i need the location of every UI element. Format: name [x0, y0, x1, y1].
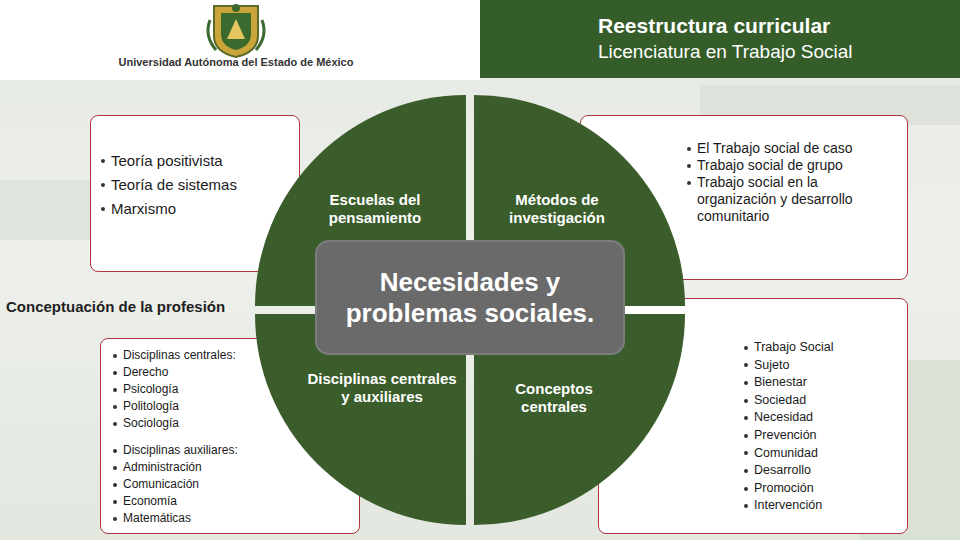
bullet-dot: [113, 388, 117, 392]
bullet-dot: [744, 346, 748, 350]
header-subtitle: Licenciatura en Trabajo Social: [598, 41, 853, 63]
item-text: Sociedad: [754, 392, 806, 410]
item-text: Teoría de sistemas: [111, 173, 237, 197]
list-item: Comunidad: [744, 445, 899, 463]
list-item: Intervención: [744, 497, 899, 515]
list-item: Marxismo: [101, 197, 291, 221]
university-name: Universidad Autónoma del Estado de Méxic…: [119, 56, 354, 68]
list-item: Trabajo social en la organización y desa…: [687, 174, 895, 225]
list-item: Teoría de sistemas: [101, 173, 291, 197]
item-text: Administración: [123, 459, 202, 476]
box-list: Teoría positivistaTeoría de sistemasMarx…: [91, 116, 299, 229]
item-text: Trabajo Social: [754, 339, 833, 357]
item-text: Disciplinas auxiliares:: [123, 442, 238, 459]
quadrant-label: Disciplinas centrales y auxiliares: [307, 370, 457, 406]
list-item: Teoría positivista: [101, 149, 291, 173]
bullet-dot: [113, 405, 117, 409]
list-item: El Trabajo social de caso: [687, 140, 895, 157]
side-label: Conceptuación de la profesión: [6, 298, 225, 315]
bullet-dot: [113, 466, 117, 470]
quadrant-label: Escuelas del pensamiento: [295, 191, 455, 227]
item-text: Sociología: [123, 415, 179, 432]
list-item: Necesidad: [744, 409, 899, 427]
bullet-dot: [113, 354, 117, 358]
bullet-dot: [687, 181, 691, 185]
quadrant-fill: [255, 314, 466, 525]
item-text: Psicología: [123, 381, 178, 398]
item-text: Intervención: [754, 497, 822, 515]
list-item: Matemáticas: [113, 510, 351, 527]
list-item: Bienestar: [744, 374, 899, 392]
list-item: Trabajo social de grupo: [687, 157, 895, 174]
item-text: Matemáticas: [123, 510, 191, 527]
bullet-dot: [744, 416, 748, 420]
list-item: Sociedad: [744, 392, 899, 410]
item-text: Trabajo social en la organización y desa…: [697, 174, 895, 225]
bullet-dot: [101, 207, 105, 211]
bullet-dot: [744, 399, 748, 403]
bullet-dot: [744, 469, 748, 473]
item-text: Disciplinas centrales:: [123, 347, 236, 364]
item-text: Comunicación: [123, 476, 199, 493]
list-item: Prevención: [744, 427, 899, 445]
list-item: Desarrollo: [744, 462, 899, 480]
bullet-dot: [113, 483, 117, 487]
bullet-dot: [101, 159, 105, 163]
bullet-dot: [113, 371, 117, 375]
bullet-dot: [744, 381, 748, 385]
list-item: Trabajo Social: [744, 339, 899, 357]
bullet-dot: [113, 449, 117, 453]
quadrant-label: Métodos de investigación: [482, 191, 632, 227]
item-text: El Trabajo social de caso: [697, 140, 853, 157]
list-item: Comunicación: [113, 476, 351, 493]
item-text: Prevención: [754, 427, 817, 445]
bullet-dot: [101, 183, 105, 187]
header-title: Reestructura curricular: [598, 14, 830, 38]
bullet-dot: [113, 422, 117, 426]
item-text: Promoción: [754, 480, 814, 498]
bullet-dot: [113, 500, 117, 504]
item-text: Marxismo: [111, 197, 176, 221]
list-item: Promoción: [744, 480, 899, 498]
item-text: Derecho: [123, 364, 168, 381]
bullet-dot: [113, 517, 117, 521]
item-text: Sujeto: [754, 357, 789, 375]
bullet-dot: [744, 504, 748, 508]
list-item: Economía: [113, 493, 351, 510]
center-box: Necesidades y problemas sociales.: [315, 240, 625, 355]
center-label: Necesidades y problemas sociales.: [317, 261, 623, 335]
bullet-dot: [744, 434, 748, 438]
item-text: Economía: [123, 493, 177, 510]
item-text: Necesidad: [754, 409, 813, 427]
bullet-dot: [744, 451, 748, 455]
item-text: Teoría positivista: [111, 149, 223, 173]
bullet-dot: [687, 164, 691, 168]
bullet-dot: [744, 487, 748, 491]
item-text: Comunidad: [754, 445, 818, 463]
bullet-dot: [687, 147, 691, 151]
quadrant-label: Conceptos centrales: [484, 380, 624, 416]
item-text: Desarrollo: [754, 462, 811, 480]
bullet-dot: [744, 363, 748, 367]
item-text: Bienestar: [754, 374, 807, 392]
list-item: Sujeto: [744, 357, 899, 375]
item-text: Trabajo social de grupo: [697, 157, 843, 174]
item-text: Politología: [123, 398, 179, 415]
